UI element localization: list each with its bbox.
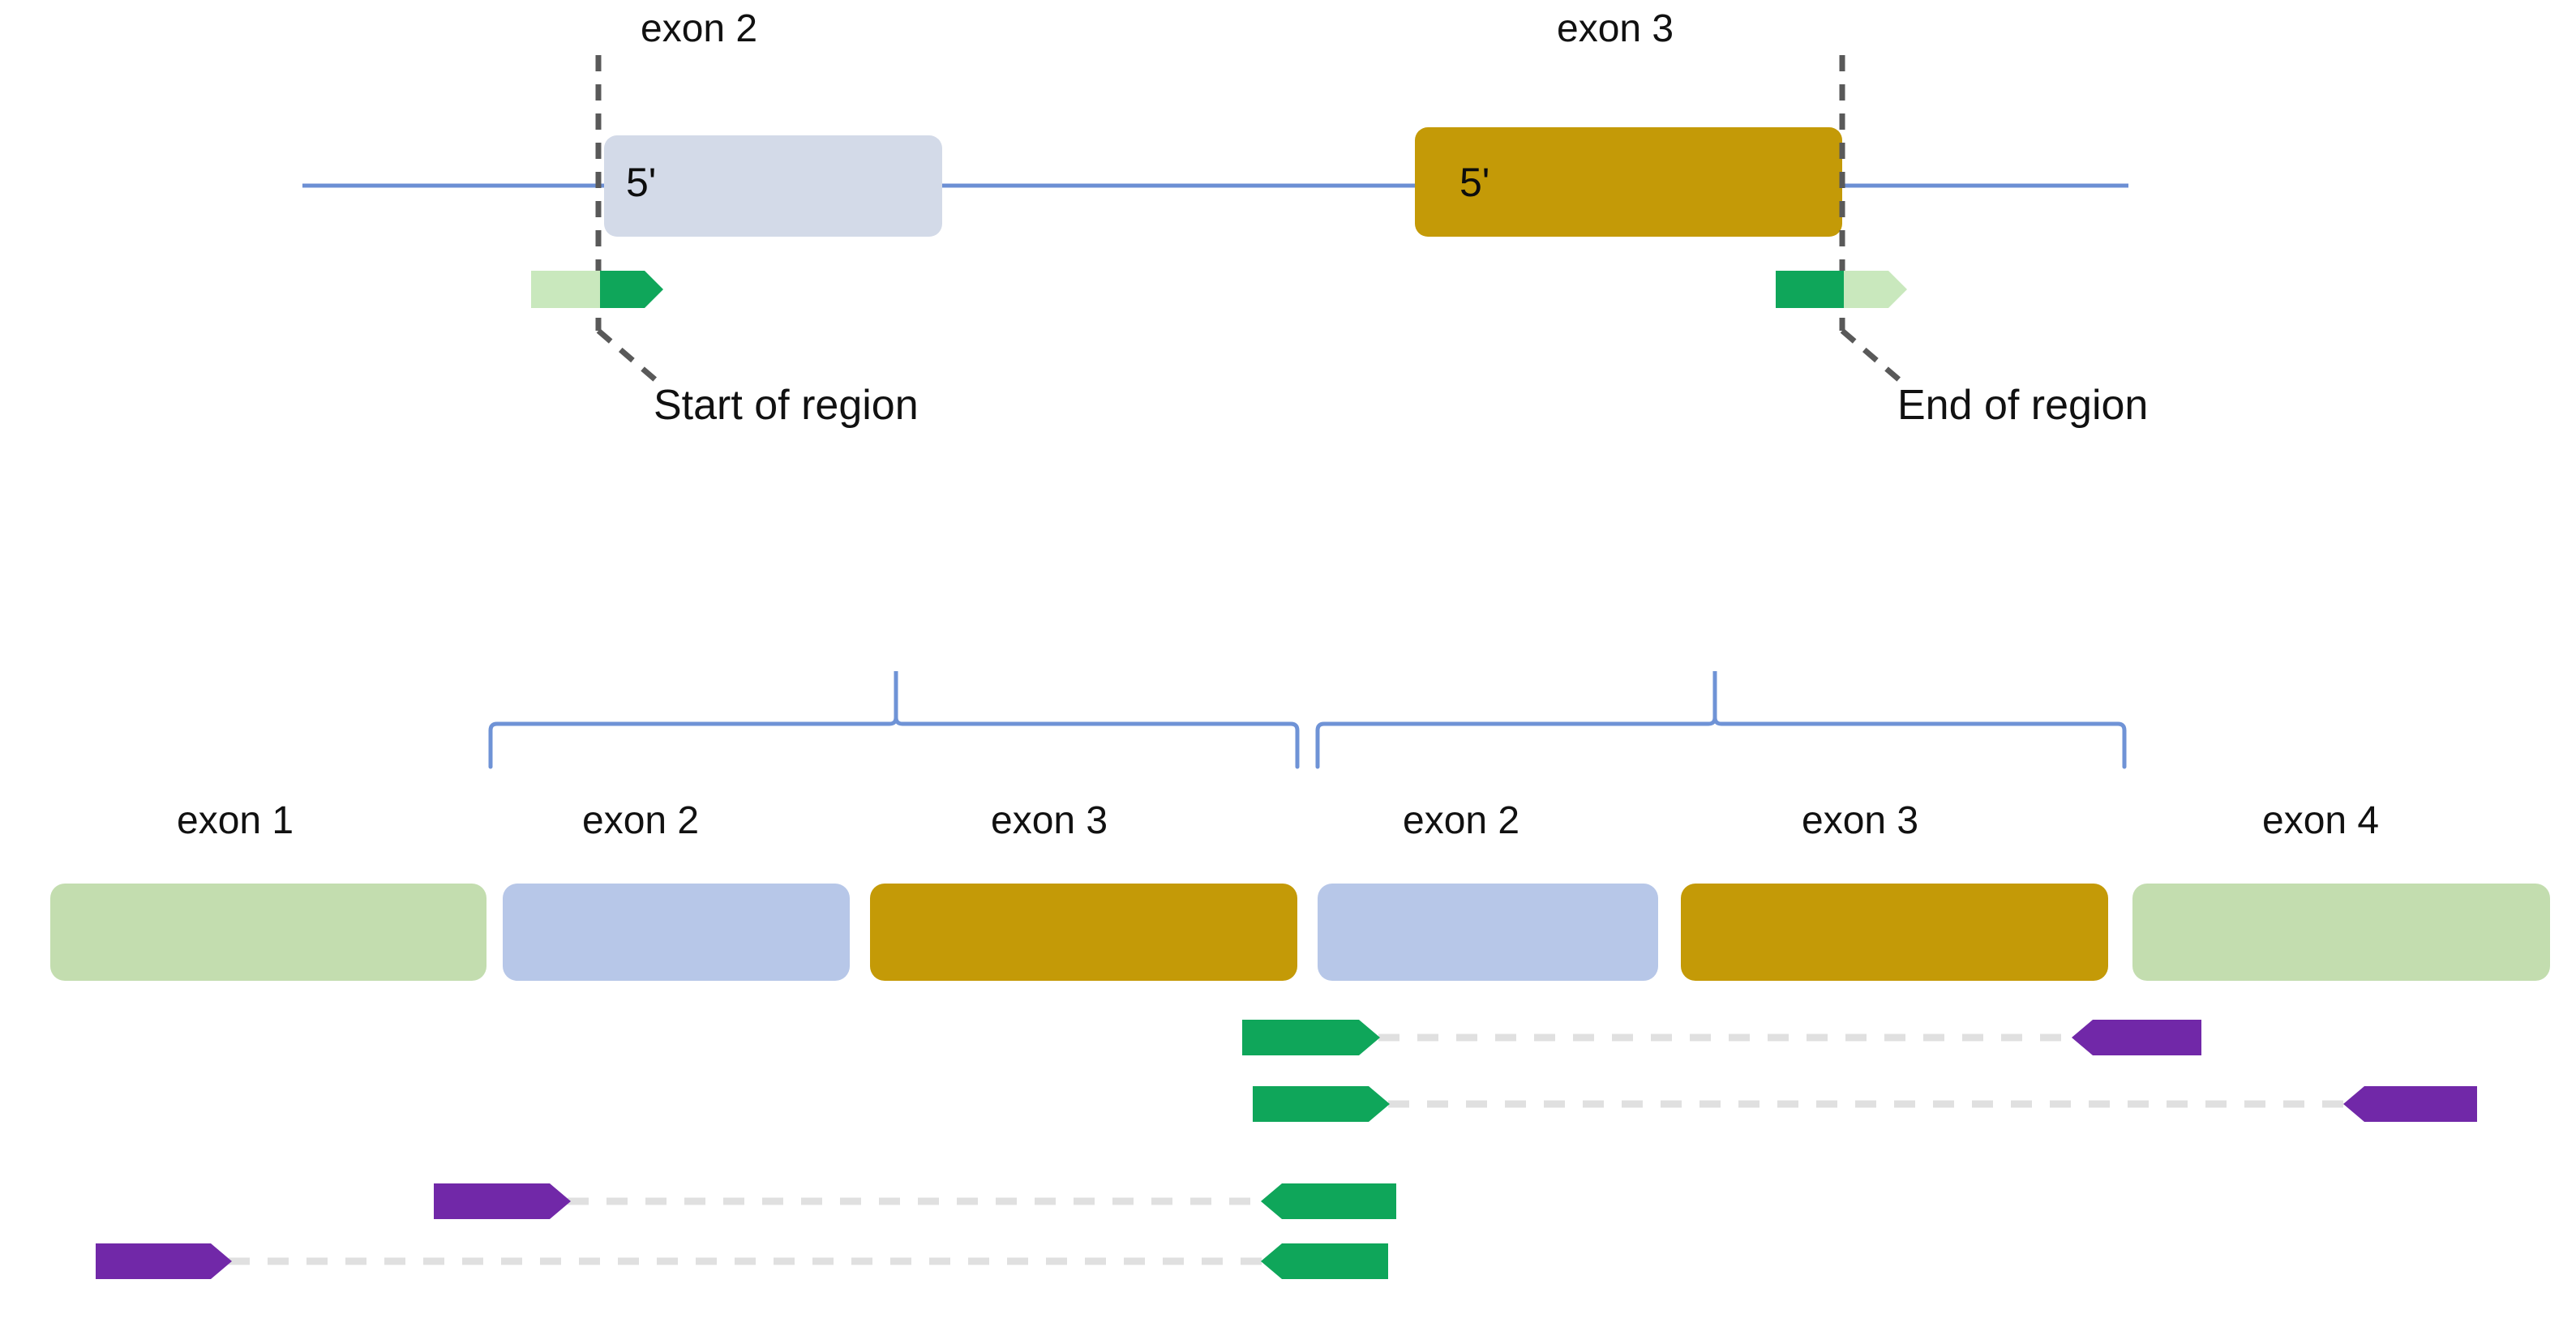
brace-copy-2 [1315,671,2127,769]
transcript-exon-label-3: exon 3 [991,799,1108,842]
read-pair-3-left-mate-arrow [434,1183,571,1219]
read-pair-2-right-mate-arrow [2343,1086,2477,1122]
transcript-exon-label-2: exon 2 [582,799,700,842]
read-pair-4-left-mate-arrow [96,1243,232,1279]
end-of-region-leader-line [1840,328,1903,383]
transcript-exon-label-4: exon 2 [1403,799,1520,842]
top-read-left-arrow [600,271,663,308]
top-exon3-five-prime-label: 5' [1459,160,1490,205]
transcript-exon-box-2 [503,884,850,981]
transcript-exon-label-5: exon 3 [1802,799,1919,842]
transcript-exon-box-3 [870,884,1297,981]
top-panel-svg [302,55,2128,383]
top-exon2-label: exon 2 [641,7,758,50]
transcript-exon-box-4 [1318,884,1658,981]
transcript-exon-box-6 [2132,884,2550,981]
read-pair-3-right-mate-arrow [1261,1183,1396,1219]
transcript-exon-label-1: exon 1 [177,799,294,842]
transcript-exon-box-1 [50,884,486,981]
transcript-exon-label-6: exon 4 [2262,799,2380,842]
read-pair-1-left-mate-arrow [1242,1020,1380,1055]
top-exon3-box [1415,127,1842,237]
top-exon2-five-prime-label: 5' [626,160,657,205]
top-read-right-arrow [1844,271,1907,308]
transcript-exon-box-5 [1681,884,2108,981]
top-read-right-solid-part [1776,271,1844,308]
top-exon3-label: exon 3 [1557,7,1674,50]
end-of-region-caption: End of region [1897,382,2149,429]
read-pair-1-right-mate-arrow [2072,1020,2201,1055]
top-exon2-box [604,135,942,237]
top-read-left-faded-part [531,271,600,308]
start-of-region-caption: Start of region [654,382,919,429]
read-pair-4-right-mate-arrow [1261,1243,1388,1279]
bottom-panel-svg [50,671,2550,1279]
read-pair-2-left-mate-arrow [1253,1086,1390,1122]
start-of-region-leader-line [596,328,659,383]
brace-copy-1 [488,671,1300,769]
